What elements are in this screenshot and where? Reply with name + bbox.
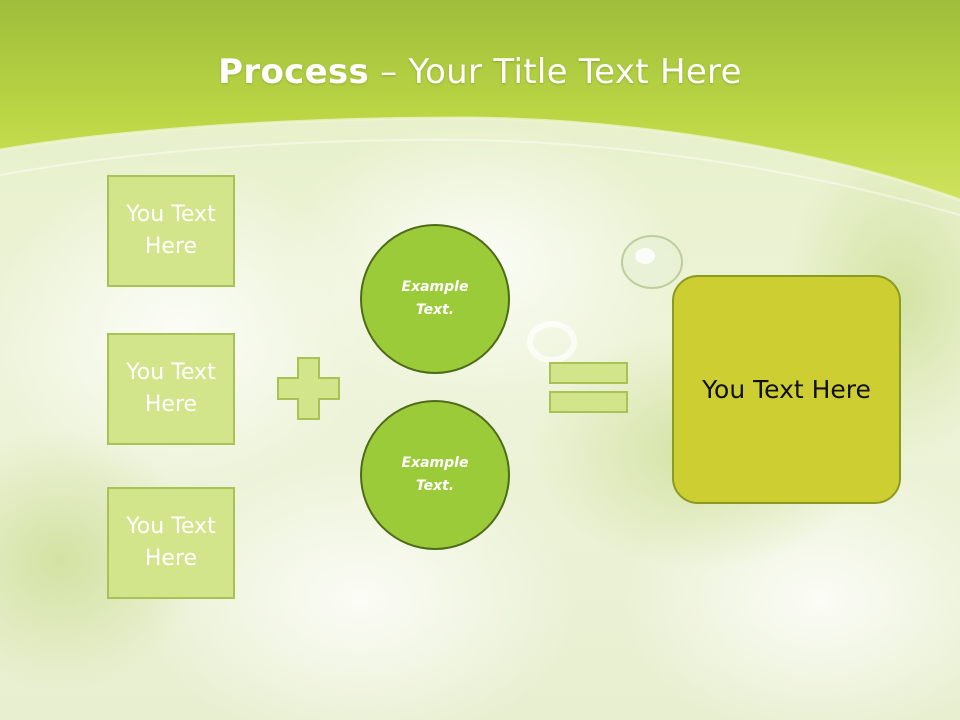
example-circle-2-line1: Example [401,455,469,471]
example-circle-2[interactable]: Example Text. [360,400,510,550]
equals-icon [549,362,628,413]
input-box-2-line1: You Text [126,360,216,385]
result-box[interactable]: You Text Here [672,275,901,504]
input-box-1[interactable]: You Text Here [107,175,235,287]
input-box-2-line2: Here [144,392,198,417]
input-box-3[interactable]: You Text Here [107,487,235,599]
example-circle-2-text: Example Text. [402,452,469,498]
input-box-1-line2: Here [144,234,198,259]
input-box-1-text: You Text Here [126,199,215,263]
result-box-label: You Text Here [702,375,871,404]
example-circle-1-line2: Text. [415,302,455,318]
example-circle-1-text: Example Text. [402,276,469,322]
plus-icon [277,357,340,420]
title-bold: Process [218,52,370,92]
input-box-2[interactable]: You Text Here [107,333,235,445]
input-box-3-line1: You Text [126,514,216,539]
input-box-3-text: You Text Here [126,511,215,575]
input-box-1-line1: You Text [126,202,216,227]
slide-title: Process – Your Title Text Here [0,52,960,92]
example-circle-1-line1: Example [401,279,469,295]
input-box-3-line2: Here [144,546,198,571]
example-circle-2-line2: Text. [415,478,455,494]
title-rest: – Your Title Text Here [369,52,742,92]
input-box-2-text: You Text Here [126,357,215,421]
example-circle-1[interactable]: Example Text. [360,224,510,374]
